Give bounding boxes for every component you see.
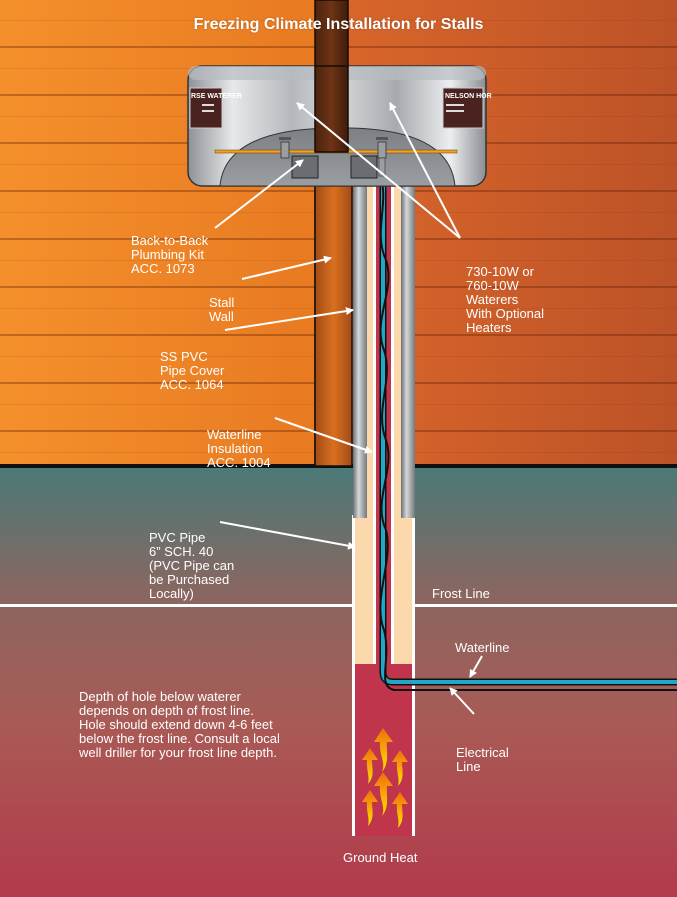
- leader-arrows: [214, 102, 483, 715]
- valve-right-icon: [376, 137, 388, 177]
- pipe-cover-left: [353, 178, 367, 518]
- pipe-cover-right: [401, 178, 415, 518]
- hole-wall-right: [412, 515, 415, 836]
- plate-left-text: RSE WATERER: [191, 93, 242, 100]
- label-waterline: Waterline: [455, 640, 510, 655]
- brand-plate-right: NELSON HOR: [442, 87, 492, 129]
- brand-plate-left: RSE WATERER: [189, 87, 242, 129]
- valve-left-icon: [279, 137, 291, 159]
- label-frost-line: Frost Line: [432, 586, 490, 601]
- frost-line: [0, 604, 677, 607]
- heat-arrows-icon: [362, 728, 408, 828]
- plate-right-text: NELSON HOR: [445, 93, 492, 100]
- hole-wall-left: [352, 515, 355, 836]
- label-ground-heat: Ground Heat: [343, 850, 418, 865]
- electrical-wire: [377, 169, 677, 691]
- diagram-title: Freezing Climate Installation for Stalls: [193, 16, 484, 33]
